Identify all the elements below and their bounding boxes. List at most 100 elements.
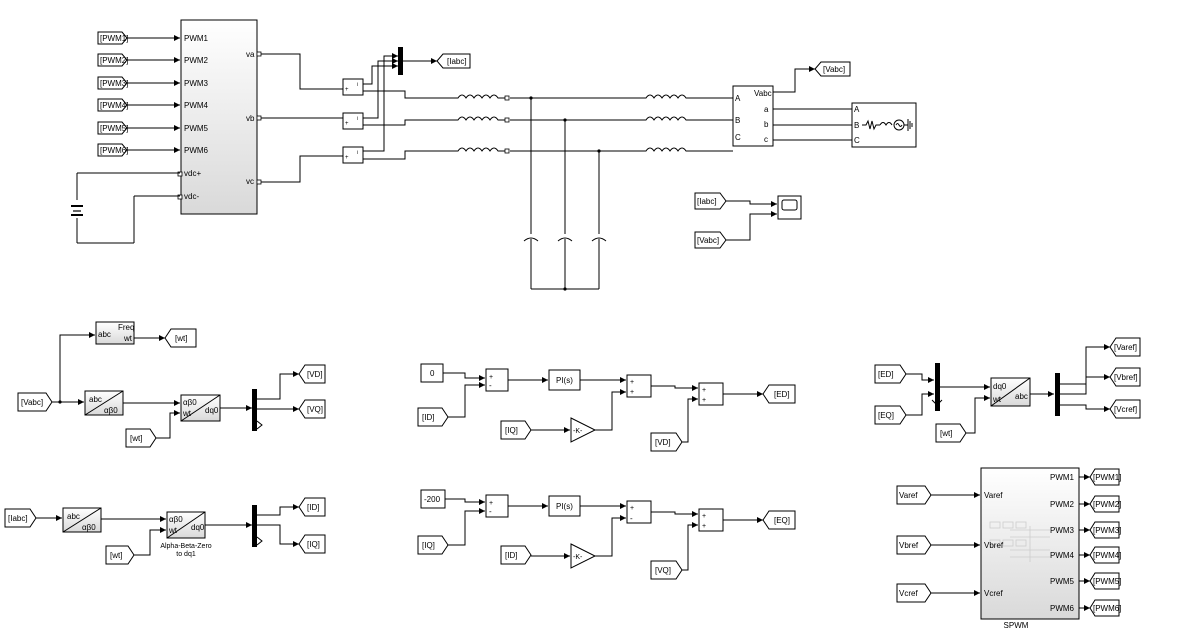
sum-q2[interactable]: + - — [626, 500, 652, 524]
goto-tag-pwm6[interactable]: [PWM6] — [1089, 599, 1121, 617]
goto-tag-iabc[interactable]: [Iabc] — [436, 53, 471, 69]
from-tag-pwm2[interactable]: [PWM2] — [97, 53, 128, 67]
inductor-group-1[interactable] — [450, 94, 510, 154]
from-tag-iq-ctrl[interactable]: [IQ] — [500, 420, 532, 440]
svg-text:C: C — [735, 133, 741, 142]
from-tag-vd-ctrl[interactable]: [VD] — [650, 432, 683, 452]
current-meas-b[interactable]: + i — [342, 112, 364, 130]
sum-q1[interactable]: + - — [485, 494, 509, 518]
from-tag-wt-1[interactable]: [wt] — [125, 428, 157, 448]
from-tag-vq-ctrl[interactable]: [VQ] — [650, 560, 683, 580]
goto-tag-vd[interactable]: [VD] — [298, 364, 326, 384]
park-block-i[interactable]: αβ0 wt dq0 — [166, 511, 206, 539]
from-tag-id-ctrl-2[interactable]: [ID] — [500, 545, 532, 565]
from-tag-pwm1[interactable]: [PWM1] — [97, 31, 128, 45]
filter-capacitors[interactable] — [523, 96, 607, 291]
from-tag-pwm6[interactable]: [PWM6] — [97, 143, 128, 157]
svg-text:[wt]: [wt] — [110, 551, 122, 560]
demux-i[interactable] — [252, 505, 257, 547]
sum-q3[interactable]: + + — [698, 508, 724, 532]
goto-tag-pwm5[interactable]: [PWM5] — [1089, 572, 1121, 590]
svg-text:wt: wt — [168, 526, 178, 535]
from-tag-pwm5[interactable]: [PWM5] — [97, 121, 128, 135]
from-tag-id-ctrl[interactable]: [ID] — [417, 407, 449, 427]
pi-controller-d[interactable]: PI(s) — [548, 369, 581, 391]
goto-tag-ed[interactable]: [ED] — [762, 384, 796, 404]
svg-text:b: b — [764, 120, 769, 129]
vi-measurement-block[interactable]: Vabc A B C a b c — [732, 85, 774, 147]
svg-text:[Vcref]: [Vcref] — [1114, 405, 1137, 414]
svg-text:PWM4: PWM4 — [1050, 551, 1075, 560]
from-tag-vcref[interactable]: Vcref — [896, 583, 932, 603]
goto-tag-vcref[interactable]: [Vcref] — [1109, 399, 1141, 419]
from-tag-vabc-scope[interactable]: [Vabc] — [694, 231, 727, 249]
from-tag-wt-2[interactable]: [wt] — [105, 545, 135, 565]
inv-park-block[interactable]: dq0 wt abc — [990, 377, 1031, 407]
goto-tag-pwm4[interactable]: [PWM4] — [1089, 546, 1121, 564]
goto-tag-wt[interactable]: [wt] — [164, 328, 197, 348]
sum-d3[interactable]: + + — [698, 382, 724, 406]
goto-tag-id[interactable]: [ID] — [298, 497, 326, 517]
inductor-group-2[interactable] — [640, 94, 688, 152]
gain-q[interactable]: -K- — [570, 543, 597, 569]
from-tag-wt-3[interactable]: [wt] — [935, 423, 967, 443]
gain-d[interactable]: -K- — [570, 417, 597, 443]
grid-load-block[interactable]: A B C — [851, 102, 917, 148]
clarke-block-v[interactable]: abc αβ0 — [84, 390, 124, 416]
sum-d1[interactable]: + - — [485, 368, 509, 392]
svg-text:PWM1: PWM1 — [1050, 473, 1075, 482]
clarke-block-i[interactable]: abc αβ0 — [62, 507, 102, 533]
svg-text:PI(s): PI(s) — [556, 376, 573, 385]
from-tag-vabc-pll[interactable]: [Vabc] — [17, 392, 53, 412]
svg-text:wt: wt — [182, 409, 192, 418]
goto-tag-pwm2[interactable]: [PWM2] — [1089, 495, 1121, 513]
constant-q-ref[interactable]: -200 — [420, 489, 446, 509]
park-block-v[interactable]: αβ0 wt dq0 — [180, 394, 221, 422]
goto-tag-iq[interactable]: [IQ] — [298, 534, 326, 554]
svg-text:[PWM2]: [PWM2] — [100, 56, 128, 65]
from-tag-iabc-dq[interactable]: [Iabc] — [4, 508, 37, 528]
iabc-mux[interactable] — [398, 47, 403, 75]
scope-block[interactable] — [777, 195, 802, 220]
goto-tag-pwm3[interactable]: [PWM3] — [1089, 521, 1121, 539]
from-tag-eq[interactable]: [EQ] — [874, 405, 907, 425]
current-meas-a[interactable]: + i — [342, 78, 364, 96]
goto-tag-varef[interactable]: [Varef] — [1109, 337, 1141, 357]
svg-text:PWM6: PWM6 — [1050, 604, 1075, 613]
svg-text:+: + — [702, 523, 706, 530]
goto-tag-vbref[interactable]: [Vbref] — [1109, 367, 1141, 387]
from-tag-iabc-scope[interactable]: [Iabc] — [694, 192, 727, 210]
from-tag-pwm4[interactable]: [PWM4] — [97, 98, 128, 112]
svg-text:[Iabc]: [Iabc] — [8, 514, 28, 523]
svg-text:C: C — [854, 136, 860, 145]
svg-text:[PWM4]: [PWM4] — [1093, 551, 1121, 560]
svg-text:[PWM5]: [PWM5] — [100, 124, 128, 133]
svg-text:-: - — [489, 507, 492, 516]
from-tag-varef[interactable]: Varef — [896, 485, 932, 505]
from-tag-vbref[interactable]: Vbref — [896, 535, 932, 555]
from-tag-pwm3[interactable]: [PWM3] — [97, 76, 128, 90]
pwm-wires — [127, 35, 180, 153]
pi-controller-q[interactable]: PI(s) — [548, 495, 581, 517]
constant-d-ref[interactable]: 0 — [420, 363, 444, 383]
demux-v[interactable] — [252, 389, 257, 431]
inverter-block[interactable]: PWM1 PWM2 PWM3 PWM4 PWM5 PWM6 vdc+ vdc- … — [177, 19, 262, 215]
mux-dq[interactable] — [935, 363, 940, 411]
goto-tag-vabc[interactable]: [Vabc] — [814, 61, 851, 77]
pll-block[interactable]: abc Freq wt — [95, 321, 135, 345]
svg-text:a: a — [764, 105, 769, 114]
spwm-block[interactable]: Varef Vbref Vcref PWM1 PWM2 PWM3 PWM4 PW… — [980, 467, 1080, 620]
svg-text:+: + — [489, 500, 493, 507]
sum-d2[interactable]: + + — [626, 374, 652, 398]
demux-abc[interactable] — [1055, 373, 1060, 416]
svg-text:Freq: Freq — [118, 323, 134, 332]
goto-tag-vq[interactable]: [VQ] — [298, 399, 326, 419]
from-tag-ed[interactable]: [ED] — [874, 364, 907, 384]
goto-tag-eq[interactable]: [EQ] — [762, 510, 796, 530]
dc-source[interactable] — [71, 172, 180, 244]
goto-tag-pwm1[interactable]: [PWM1] — [1089, 468, 1121, 486]
from-tag-iq-ctrl-2[interactable]: [IQ] — [417, 535, 449, 555]
pwm-from-tags: [PWM1] [PWM2] [PWM3] [PWM4] [PWM5] [PWM6… — [97, 31, 128, 157]
svg-text:PWM5: PWM5 — [184, 124, 209, 133]
current-meas-c[interactable]: + i — [342, 146, 364, 164]
